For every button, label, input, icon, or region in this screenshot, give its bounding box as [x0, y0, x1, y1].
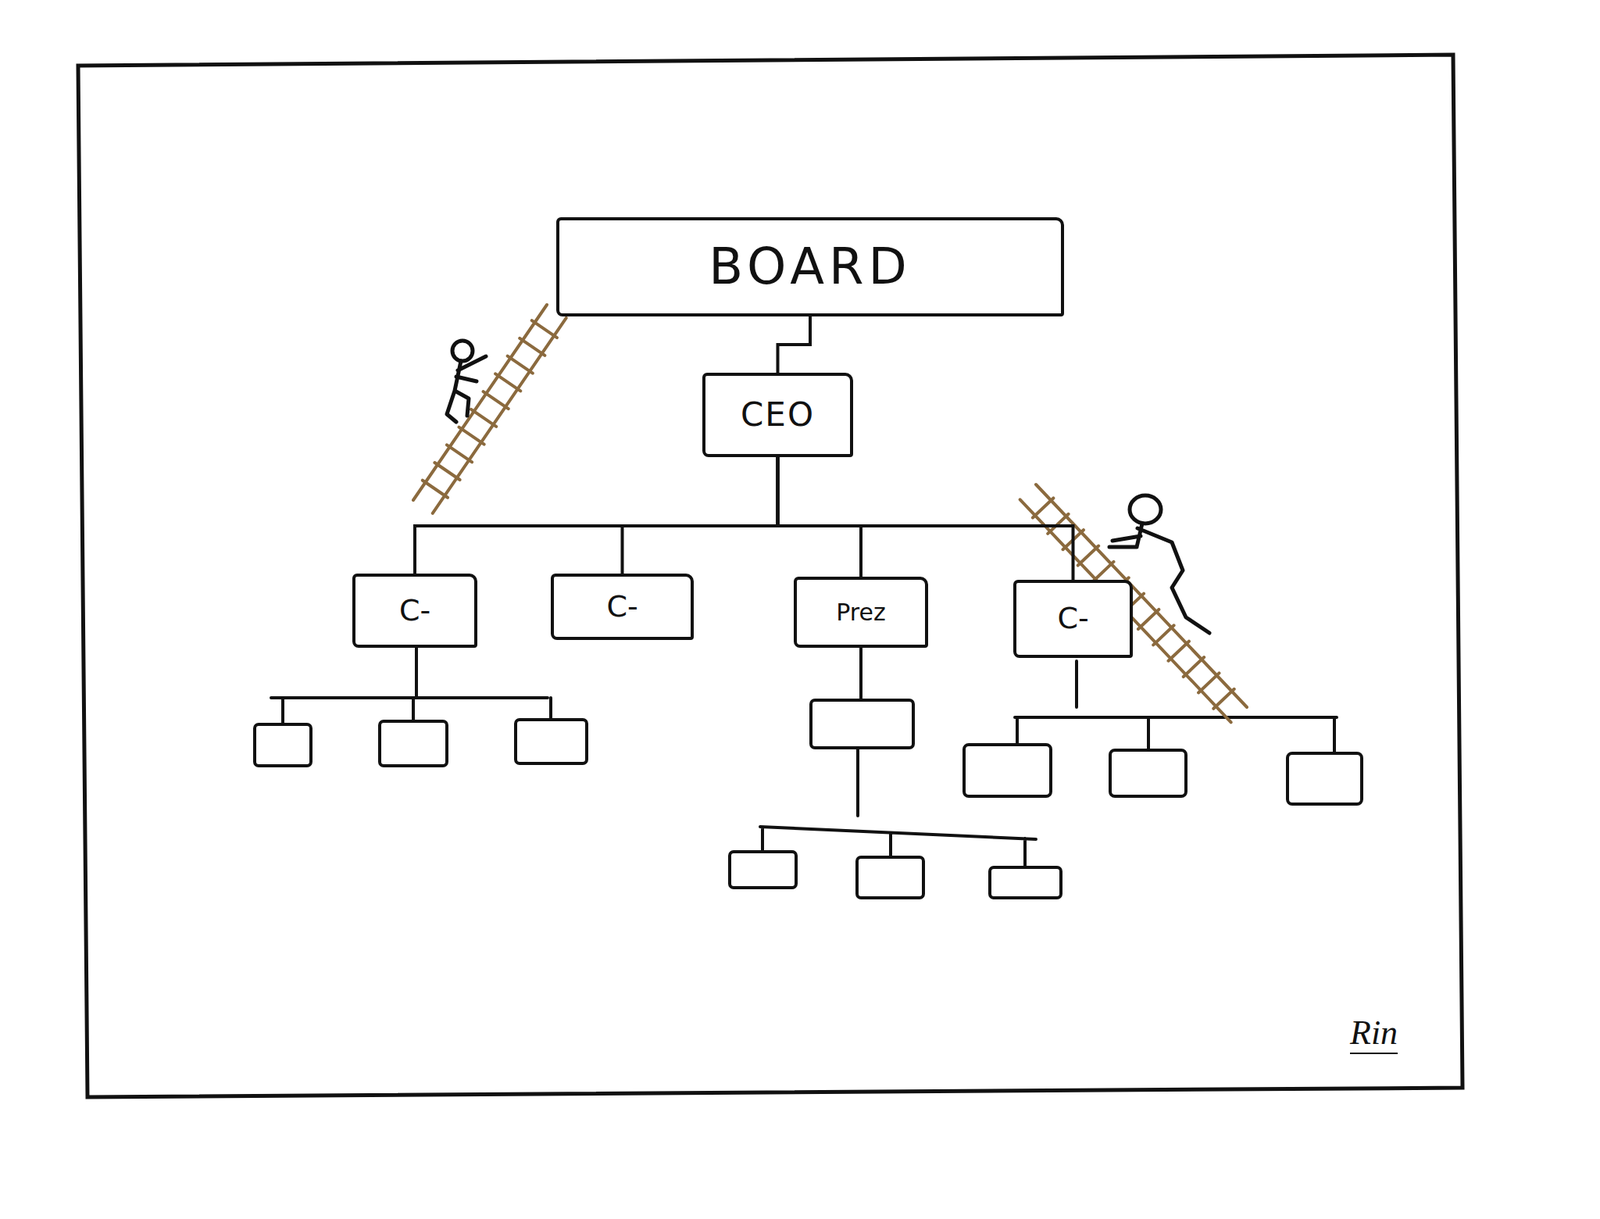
org-connector: [414, 457, 779, 574]
empty-box: [1110, 750, 1186, 797]
climber-head: [1129, 495, 1161, 524]
climber-head: [452, 340, 473, 361]
climber-body: [446, 356, 486, 422]
node-label: C-: [1057, 602, 1089, 636]
ladder: [413, 304, 567, 514]
node-label: C-: [399, 594, 431, 628]
frame: [78, 54, 1463, 1097]
role-box: C-: [352, 573, 478, 648]
role-box: C-: [1013, 579, 1133, 658]
empty-box: [729, 851, 797, 888]
tree-line: [271, 647, 551, 725]
role-box: C-: [550, 573, 694, 640]
ladders: [413, 304, 1247, 722]
org-connector: [778, 457, 862, 577]
node-label: Prez: [835, 599, 886, 625]
role-box: Prez: [793, 576, 929, 648]
empty-box: [964, 744, 1051, 797]
empty-box: [515, 719, 587, 764]
empty-box: [1287, 753, 1362, 804]
empty-box: [989, 867, 1061, 898]
tree-line: [859, 647, 863, 700]
frame-border: [78, 54, 1463, 1097]
signature: Rin: [1350, 1012, 1398, 1054]
board-box: BOARD: [556, 217, 1065, 317]
tree-line: [1014, 660, 1337, 754]
ladder-rails: [413, 304, 567, 514]
empty-box: [810, 700, 914, 748]
org-connector: [778, 316, 811, 373]
tree-line: [760, 747, 1036, 868]
empty-box: [857, 857, 924, 898]
node-label: C-: [606, 590, 638, 624]
empty-box: [379, 721, 447, 766]
org-connector: [778, 457, 1074, 580]
node-label: CEO: [740, 396, 815, 433]
role-box: CEO: [702, 372, 854, 458]
org-connector: [622, 457, 779, 574]
empty-box: [254, 724, 311, 766]
node-label: BOARD: [708, 239, 912, 294]
